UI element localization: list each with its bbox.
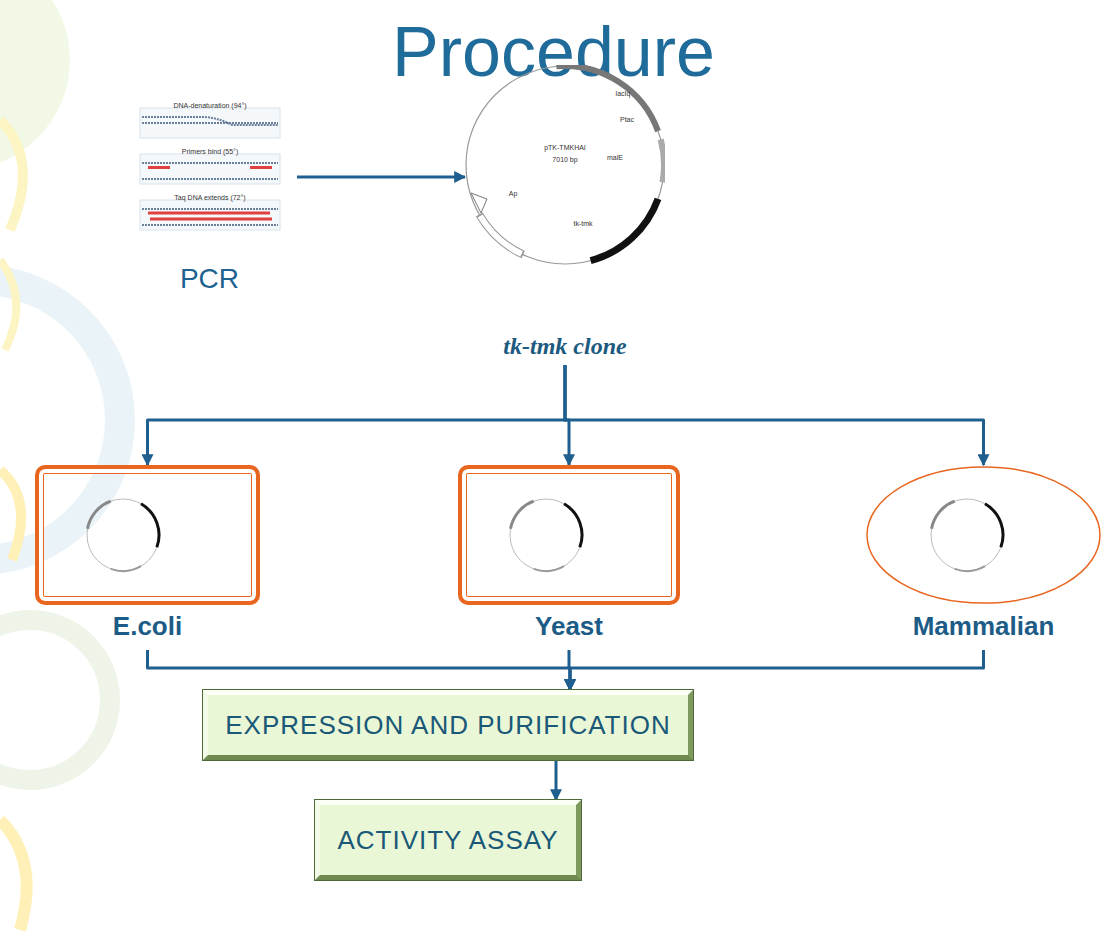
node-label: EXPRESSION AND PURIFICATION	[225, 695, 670, 755]
node-label: PCR	[122, 263, 297, 295]
tiny-label: lacIq	[616, 90, 631, 97]
flow-arrow	[570, 650, 984, 690]
cell-box: E.coli	[35, 465, 260, 650]
flow-arrow	[555, 760, 558, 800]
pcr-illustration: DNA-denaturation (94°) Primers bind (55°)…	[122, 105, 297, 305]
flow-arrow	[148, 365, 566, 465]
tiny-label: malE	[607, 154, 623, 161]
cell-membrane	[865, 465, 1102, 605]
tiny-label: tk-tmk	[573, 220, 592, 227]
tiny-label: 7010 bp	[552, 156, 577, 163]
plasmid-map	[465, 65, 665, 267]
cell-box: Yeast	[458, 465, 680, 650]
node-label: E.coli	[35, 611, 260, 642]
mini-plasmid	[905, 465, 1045, 605]
pcr-strands	[122, 105, 297, 260]
tiny-label: Taq DNA extends (72°)	[174, 194, 245, 201]
flow-arrow	[148, 650, 571, 690]
diagram-title: Procedure	[0, 12, 1107, 92]
tiny-label: pTK-TMKHAI	[544, 144, 586, 151]
tiny-label: Ap	[509, 190, 518, 197]
tiny-label: Ptac	[620, 116, 634, 123]
flow-arrow	[297, 176, 465, 179]
node-label: ACTIVITY ASSAY	[337, 805, 558, 875]
node-label: tk-tmk clone	[445, 333, 685, 360]
mini-plasmid	[484, 465, 624, 605]
tiny-label: DNA-denaturation (94°)	[173, 102, 246, 109]
mini-plasmid	[61, 465, 201, 605]
process-box: ACTIVITY ASSAY	[315, 800, 581, 880]
node-label: Yeast	[458, 611, 680, 642]
cell-wall	[35, 465, 260, 605]
cell-ellipse: Mammalian	[865, 465, 1102, 650]
ellipse-outline	[865, 465, 1102, 605]
node-label: Mammalian	[865, 611, 1102, 642]
tiny-label: Primers bind (55°)	[182, 148, 238, 155]
process-box: EXPRESSION AND PURIFICATION	[203, 690, 693, 760]
plasmid-circle: pTK-TMKHAI7010 bplacIqPtacmalEtk-tmkAptk…	[465, 65, 665, 365]
cell-wall	[458, 465, 680, 605]
flow-arrow	[565, 365, 984, 465]
